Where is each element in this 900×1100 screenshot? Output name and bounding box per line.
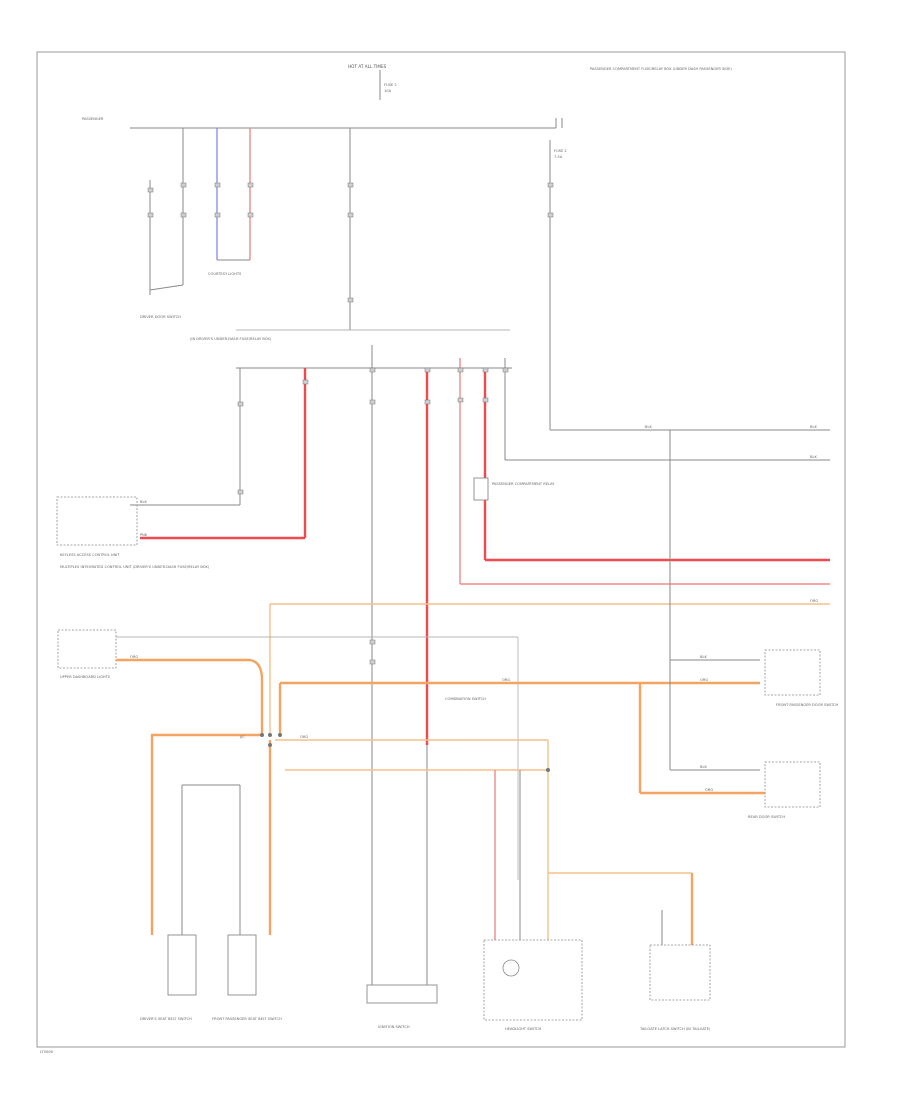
connector-240-b	[237, 489, 244, 495]
fuse-rating-2: 7.5A	[554, 155, 563, 159]
wire-tag-org-1: ORG	[810, 599, 818, 603]
keyless-module-label: KEYLESS ACCESS CONTROL UNIT	[60, 553, 120, 557]
connector-505-a	[502, 367, 509, 373]
page-label: LT0006	[40, 1050, 54, 1054]
passenger-seat-switch-label: FRONT PASSENGER SEAT BELT SWITCH	[212, 1017, 282, 1021]
connector-center-2	[347, 212, 354, 218]
keyless-module-box	[56, 496, 138, 546]
passenger-seat-switch-box	[227, 934, 257, 996]
connector-240-a	[237, 401, 244, 407]
passenger-relay-label: PASSENGER COMPARTMENT RELAY	[492, 482, 555, 486]
connector-427-b	[424, 399, 431, 405]
upper-dashboard-label: UPPER DASHBOARD LIGHTS	[60, 675, 111, 679]
connector-center-3	[347, 297, 354, 303]
wire-tag-org-4: ORG	[502, 678, 510, 682]
wire-tag-blk-2: BLK	[810, 425, 817, 429]
wire-tag-blk-1: BLK	[645, 425, 652, 429]
fuse-rating: 10A	[384, 89, 392, 93]
connector-372-c	[369, 639, 376, 645]
connector-427-a	[424, 367, 431, 373]
multiplex-unit-sublabel: MULTIPLEX INTEGRATED CONTROL UNIT (DRIVE…	[60, 565, 210, 569]
wire-orange-dash	[116, 658, 264, 735]
passenger-relay-box	[473, 477, 489, 501]
wire-tag-org-3: ORG	[300, 735, 308, 739]
rear-door-switch-box	[764, 761, 821, 808]
fuse-label-2: FUSE 2	[554, 149, 567, 153]
tailgate-switch-box	[649, 944, 711, 1001]
splice-points	[260, 733, 550, 772]
fuse-label: FUSE 2	[384, 83, 397, 87]
connector-485-a	[482, 367, 489, 373]
tailgate-switch-label: TAILGATE LATCH SWITCH (IN TAILGATE)	[639, 1027, 711, 1031]
rear-door-switch-label: REAR DOOR SWITCH	[748, 815, 785, 819]
diagram-frame	[36, 51, 846, 1048]
connector-460-b	[457, 397, 464, 403]
connector-right-2	[547, 212, 554, 218]
connector-372-d	[369, 659, 376, 665]
connector-center-1	[347, 182, 354, 188]
multiplex-unit-label: (IN DRIVER'S UNDER-DASH FUSE/RELAY BOX)	[190, 337, 272, 341]
junction-label: J/C	[239, 735, 245, 739]
wire-tag-blk-4: BLK	[140, 500, 147, 504]
upper-dashboard-box	[57, 629, 117, 669]
headlight-switch-box	[483, 939, 583, 1021]
hot-at-all-times-label: HOT AT ALL TIMES	[348, 64, 387, 69]
wire-orange-left	[150, 733, 262, 935]
courtesy-lights-label: COURTESY LIGHTS	[208, 272, 242, 276]
ignition-switch-box	[366, 984, 438, 1004]
connector-c1	[147, 182, 254, 218]
headlight-switch-symbol	[502, 959, 520, 977]
connector-red-a	[302, 379, 309, 385]
connector-460-a	[457, 367, 464, 373]
wire-tag-blk-6: BLK	[700, 765, 707, 769]
passenger-compartment-fuse-label: PASSENGER COMPARTMENT FUSE/RELAY BOX (UN…	[590, 67, 732, 71]
wire-left-1b	[149, 284, 184, 291]
front-passenger-door-box	[764, 649, 821, 696]
connector-right-1	[547, 182, 554, 188]
driver-seat-switch-label: DRIVER'S SEAT BELT SWITCH	[140, 1017, 192, 1021]
headlight-switch-caption: HEADLIGHT SWITCH	[505, 1027, 541, 1031]
driver-door-switch-label: DRIVER DOOR SWITCH	[140, 315, 181, 319]
driver-seat-switch-box	[167, 934, 197, 996]
headlight-switch-label: COMBINATION SWITCH	[445, 697, 486, 701]
connector-372-a	[369, 367, 376, 373]
wire-tag-org-5: ORG	[700, 678, 708, 682]
wire-tag-org-2: ORG	[130, 655, 138, 659]
wire-tag-blk-3: BLK	[810, 455, 817, 459]
ignition-switch-label: IGNITION SWITCH	[378, 1025, 410, 1029]
connector-485-b	[482, 397, 489, 403]
wire-tag-blk-5: BLK	[700, 655, 707, 659]
passenger-fuse-box-label: PASSENGER	[82, 117, 104, 121]
wire-tag-pnk-1: PNK	[140, 533, 148, 537]
front-passenger-door-label: FRONT PASSENGER DOOR SWITCH	[776, 703, 838, 707]
connector-372-b	[369, 399, 376, 405]
wire-tag-org-6: ORG	[705, 788, 713, 792]
